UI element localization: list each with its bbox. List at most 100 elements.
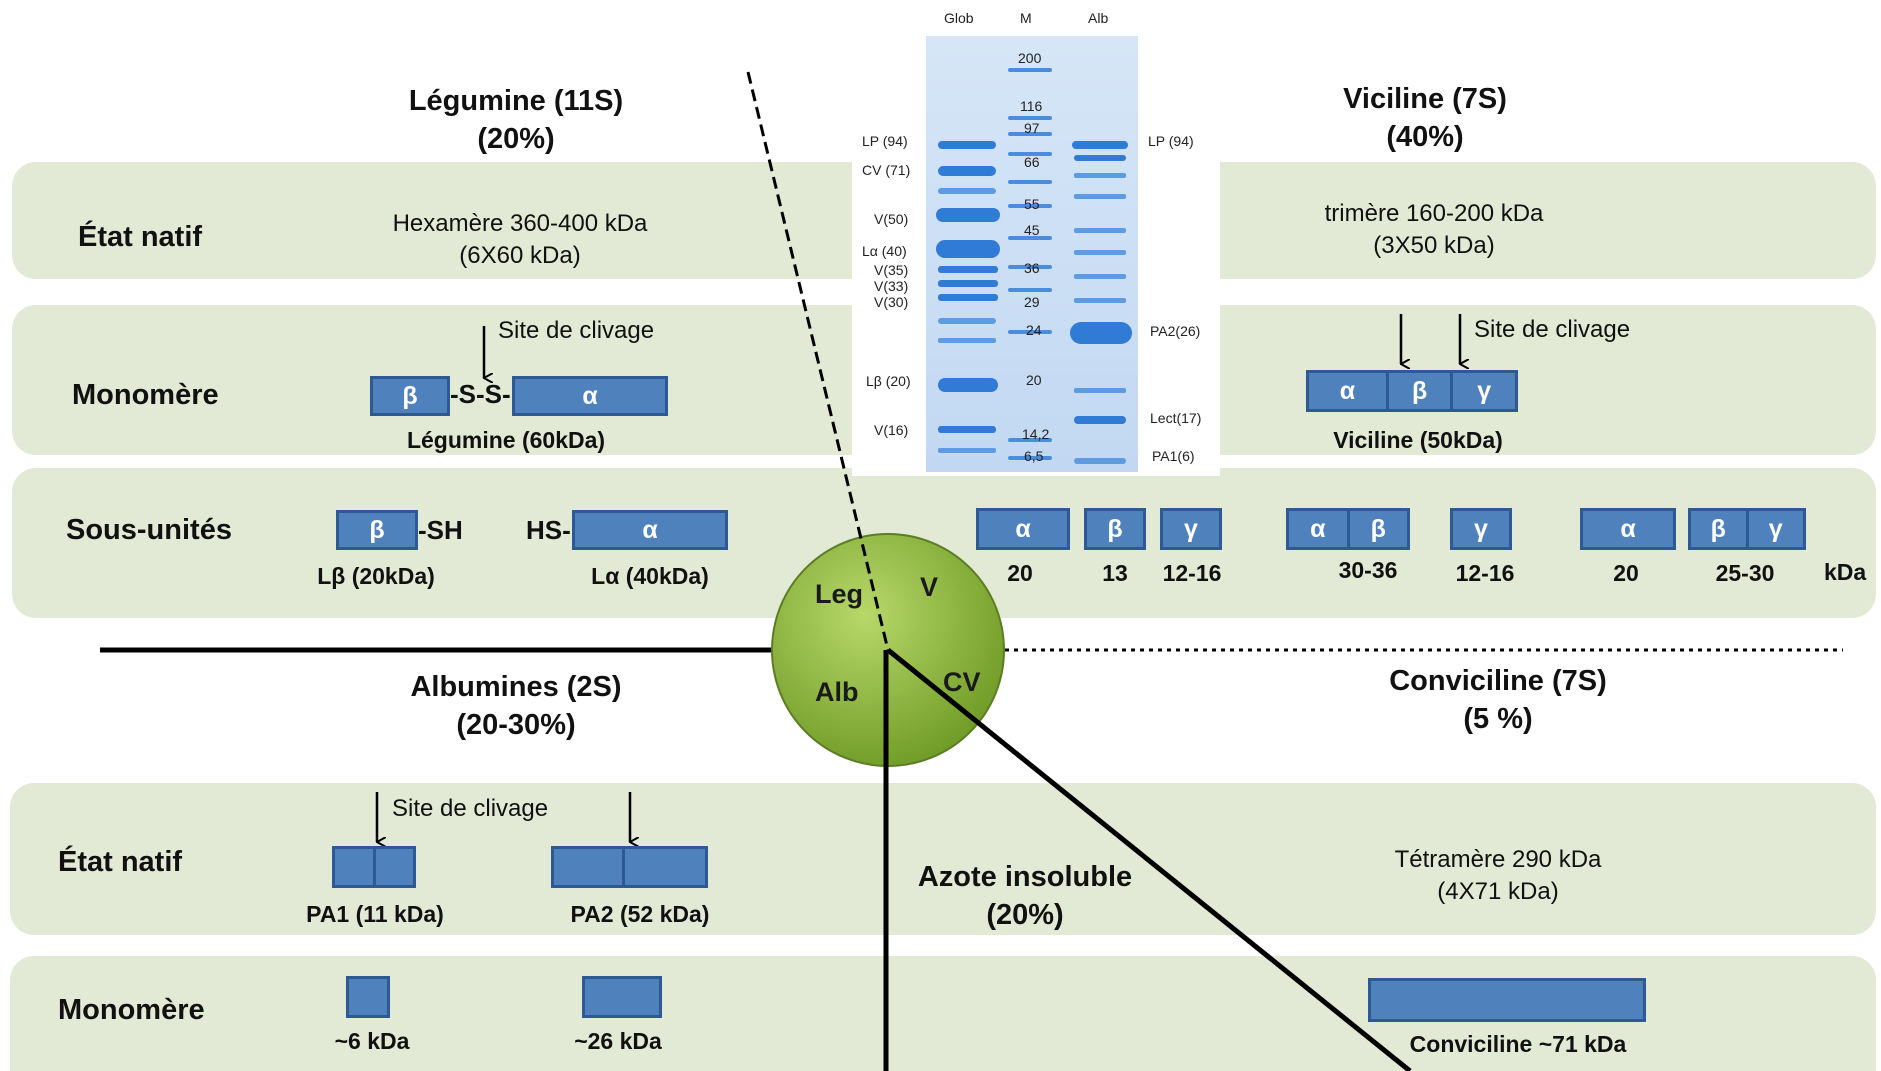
viciline-pct: (40%)	[1386, 121, 1464, 153]
leg-sub-alpha: α	[642, 515, 658, 544]
pa2-seg-2	[621, 849, 705, 885]
vic-sub1-gamma: γ	[1184, 514, 1198, 543]
disulfide-bridge: -S-S-	[450, 379, 511, 409]
viciline-title: Viciline (7S)	[1343, 83, 1507, 115]
vic-mono-label: Viciline (50kDa)	[1333, 427, 1503, 453]
pa1-cleavage-label: Site de clivage	[392, 795, 549, 822]
vic-mono-gamma: γ	[1450, 373, 1515, 409]
pa2-box	[551, 846, 708, 888]
albumines-pct: (20-30%)	[456, 709, 576, 741]
legumine-pct: (20%)	[477, 123, 555, 155]
cv-mono-box	[1368, 978, 1646, 1022]
lane-glob: Glob	[944, 10, 974, 26]
vic-sub1-gamma-box: γ	[1160, 508, 1222, 550]
lane-alb: Alb	[1088, 10, 1109, 26]
circle-label-alb: Alb	[815, 677, 859, 707]
kda-unit: kDa	[1824, 559, 1867, 585]
vic-native-line1: trimère 160-200 kDa	[1324, 200, 1544, 227]
marker-36: 36	[1024, 260, 1040, 276]
row-label-monomer-top: Monomère	[72, 379, 219, 411]
pa1-seg-1	[335, 849, 373, 885]
gel-label-v35: V(35)	[874, 262, 909, 278]
vic-sub3-bg-box: β γ	[1688, 508, 1806, 550]
vic-sub3-alpha-box: α	[1580, 508, 1676, 550]
marker-24: 24	[1026, 322, 1042, 338]
pa1-box	[332, 846, 416, 888]
conviciline-pct: (5 %)	[1463, 703, 1533, 735]
lane-m: M	[1020, 10, 1032, 26]
leg-native-line2: (6X60 kDa)	[459, 242, 581, 269]
azote-pct: (20%)	[986, 899, 1064, 931]
alb-mono-6-label: ~6 kDa	[334, 1028, 410, 1054]
leg-sub-alpha-box: α	[572, 510, 728, 550]
pa2-label: PA2 (52 kDa)	[570, 901, 710, 927]
leg-sub-beta-box: β	[336, 510, 418, 550]
vic-sub3-beta: β	[1710, 514, 1726, 543]
sds-page-gel: Glob M Alb 200 116 97 66 55 45 36 29 24 …	[852, 10, 1220, 476]
vic-sub3-n2: 25-30	[1715, 560, 1775, 586]
gel-label-lb20: Lβ (20)	[866, 373, 911, 389]
vic-sub2-gamma: γ	[1474, 514, 1488, 543]
gel-label-lect: Lect(17)	[1150, 410, 1202, 426]
marker-97: 97	[1024, 120, 1040, 136]
circle-label-v: V	[920, 572, 939, 602]
conviciline-title: Conviciline (7S)	[1389, 665, 1607, 697]
albumines-title: Albumines (2S)	[410, 671, 622, 703]
band-alb-cv-native	[10, 783, 1876, 935]
marker-6-5: 6,5	[1024, 448, 1044, 464]
cv-native-line1: Tétramère 290 kDa	[1394, 846, 1602, 873]
leg-mono-beta: β	[402, 381, 418, 410]
vic-sub2-n2: 12-16	[1455, 560, 1515, 586]
alb-mono-26-label: ~26 kDa	[574, 1028, 662, 1054]
leg-mono-alpha-box: α	[512, 376, 668, 416]
leg-cleavage-label: Site de clivage	[498, 317, 655, 344]
gel-label-v50: V(50)	[874, 211, 909, 227]
vic-mono-beta: β	[1385, 373, 1451, 409]
cv-native-line2: (4X71 kDa)	[1437, 878, 1559, 905]
row-label-subunits: Sous-unités	[66, 514, 232, 546]
gel-label-pa1: PA1(6)	[1152, 448, 1195, 464]
gel-label-pa2: PA2(26)	[1150, 323, 1201, 339]
gel-label-cv: CV (71)	[862, 162, 911, 178]
gel-label-v33: V(33)	[874, 278, 909, 294]
pa1-label: PA1 (11 kDa)	[306, 901, 444, 927]
gel-label-v16: V(16)	[874, 422, 909, 438]
gel-label-lp: LP (94)	[862, 133, 908, 149]
leg-mono-label: Légumine (60kDa)	[406, 427, 606, 453]
alb-mono-26-box	[582, 976, 662, 1018]
vic-sub2-beta: β	[1346, 511, 1408, 547]
marker-45: 45	[1024, 222, 1040, 238]
vic-sub1-beta: β	[1107, 514, 1123, 543]
leg-sub-lbeta-label: Lβ (20kDa)	[317, 563, 435, 589]
vic-cleavage-label: Site de clivage	[1474, 316, 1631, 343]
vic-sub3-alpha: α	[1620, 514, 1636, 543]
cv-mono-label: Conviciline ~71 kDa	[1409, 1031, 1627, 1057]
marker-14-2: 14,2	[1022, 426, 1050, 442]
vic-sub1-alpha-box: α	[976, 508, 1070, 550]
azote-title: Azote insoluble	[917, 861, 1133, 893]
vic-sub1-n3: 12-16	[1162, 560, 1222, 586]
dashed-divider	[746, 71, 890, 651]
leg-sub-lalpha-label: Lα (40kDa)	[591, 563, 709, 589]
leg-native-line1: Hexamère 360-400 kDa	[392, 210, 648, 237]
vic-native-line2: (3X50 kDa)	[1373, 232, 1495, 259]
vic-mono-box: α β γ	[1306, 370, 1518, 412]
gel-label-lp-right: LP (94)	[1148, 133, 1194, 149]
vic-sub2-alpha: α	[1310, 514, 1326, 543]
leg-mono-beta-box: β	[370, 376, 450, 416]
vic-sub2-gamma-box: γ	[1450, 508, 1512, 550]
circle-label-cv: CV	[943, 667, 981, 697]
pa2-seg-1	[554, 849, 622, 885]
vic-sub3-n1: 20	[1613, 560, 1639, 586]
vic-mono-alpha: α	[1339, 376, 1356, 405]
row-label-native-top: État natif	[78, 221, 203, 253]
row-label-native-bottom: État natif	[58, 846, 183, 878]
vic-sub3-gamma: γ	[1745, 511, 1804, 547]
vic-sub1-beta-box: β	[1084, 508, 1146, 550]
vic-sub2-ab-box: α β	[1286, 508, 1410, 550]
circle-label-leg: Leg	[815, 579, 864, 609]
legumine-title: Légumine (11S)	[408, 85, 624, 117]
